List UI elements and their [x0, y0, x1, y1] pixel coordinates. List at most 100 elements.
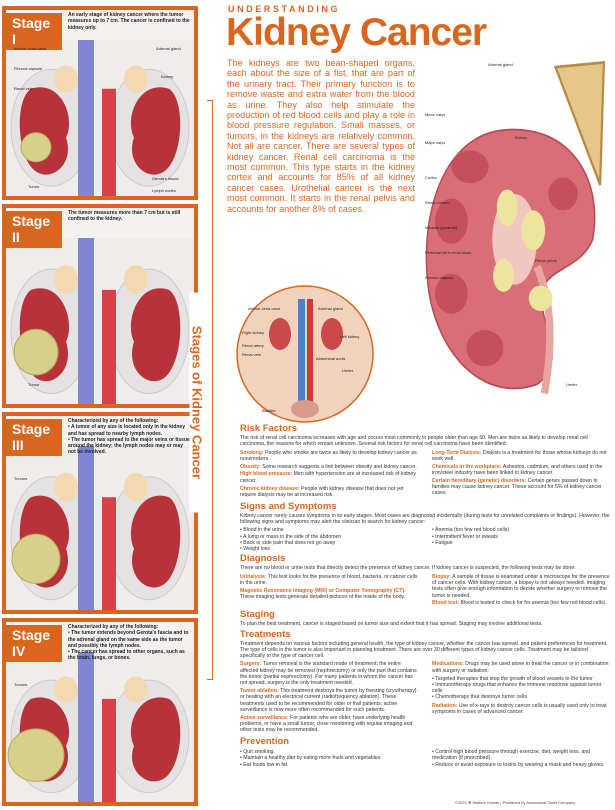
- stage-intro: Characterized by any of the following:: [68, 624, 159, 630]
- item-text: A sample of tissue is examined under a m…: [432, 573, 610, 599]
- list-item: Reduce or avoid exposure to toxins by we…: [432, 762, 612, 768]
- anatomy-label: Tumors: [14, 682, 28, 687]
- risk-factors-section: Risk Factors The risk of renal cell carc…: [240, 424, 612, 500]
- section-intro: The risk of renal cell carcinoma increas…: [240, 435, 588, 448]
- list-item: Back or side pain that does not go away: [240, 540, 420, 546]
- kidney-label-kidney: Kidney: [515, 135, 528, 140]
- item: Tumor ablation: This treatment destroys …: [240, 688, 420, 713]
- anatomy-label: Gerota's fascia: [152, 176, 179, 181]
- list-item: Immunotherapy drugs that enhance the imm…: [432, 682, 612, 695]
- anatomy-label: Lymph nodes: [152, 188, 176, 193]
- lower-sections: Risk Factors The risk of renal cell carc…: [240, 424, 612, 770]
- inset-label-rk: Right kidney: [242, 330, 265, 335]
- anatomy-label: Adrenal gland: [156, 46, 181, 51]
- list-item: Control high blood pressure through exer…: [432, 749, 612, 762]
- kidney-label-ureter: Ureter: [566, 382, 578, 387]
- list-item: Intermittent fever or sweats: [432, 534, 612, 540]
- stage-bullets: The tumor extends beyond Gerota's fascia…: [68, 630, 190, 661]
- inset-label-adrenal: Adrenal gland: [318, 306, 343, 311]
- stage-bullet: The tumor extends beyond Gerota's fascia…: [68, 630, 190, 649]
- stage-tag: Stage II: [6, 211, 62, 248]
- item-term: Chronic kidney disease:: [240, 485, 300, 492]
- kidney-label-medulla: Medulla (pyramid): [425, 225, 458, 230]
- stage-desc-text: The tumor measures more than 7 cm but is…: [68, 210, 181, 223]
- item-text: Dialysis is a treatment for those whose …: [432, 449, 607, 462]
- section-title: Signs and Symptoms: [240, 500, 337, 512]
- item-text: This treatment destroys the tumor by fre…: [240, 688, 417, 713]
- list-item: Fatigue: [432, 540, 612, 546]
- list-item: Weight loss: [240, 546, 420, 552]
- list-item: Chemotherapy that destroys tumor cells: [432, 694, 612, 700]
- item: Long-Term Dialysis: Dialysis is a treatm…: [432, 450, 612, 463]
- item: Chronic kidney disease: People with kidn…: [240, 486, 420, 499]
- item-term: Certain hereditary (genetic) disorders:: [432, 477, 527, 484]
- item: High blood pressure: Men with hypertensi…: [240, 471, 420, 484]
- item-term: Chemicals in the workplace:: [432, 463, 502, 470]
- item-term: Magnetic Resonance Imaging (MRI) or Comp…: [240, 587, 406, 594]
- stage-tag: Stage III: [6, 419, 62, 456]
- item: Radiation: Use of x-rays to destroy canc…: [432, 703, 612, 716]
- item-text: Blood is tested to check for for anemia …: [459, 600, 607, 607]
- item: Active surveillance: For patients who ar…: [240, 715, 420, 734]
- prevention-section: Prevention Quit smoking.Maintain a healt…: [240, 737, 612, 768]
- stage-illustration: Stage II The tumor measures more than 7 c…: [6, 208, 194, 404]
- item-text: This test looks for the presence of bloo…: [240, 573, 418, 587]
- kidney-label-capsule: Fibrous capsule: [425, 275, 454, 280]
- item-term: Surgery:: [240, 661, 262, 668]
- item-term: Radiation:: [432, 702, 458, 709]
- inset-label-ra: Renal artery: [242, 343, 264, 348]
- stage-tag: Stage IV: [6, 625, 62, 662]
- anatomy-label: Tumor: [28, 184, 40, 189]
- stage-bullet: The tumor has spread to the major veins …: [68, 437, 190, 456]
- section-text: To plan the best treatment, cancer is st…: [240, 621, 543, 628]
- item-text: Drugs may be used alone to treat the can…: [432, 661, 609, 674]
- item-term: Biopsy:: [432, 573, 452, 580]
- item-text: Asbestos, cadmium, and others used in th…: [432, 463, 603, 476]
- inset-label-ureter: Ureter: [342, 368, 354, 373]
- copyright: ©2022: [455, 800, 467, 805]
- section-intro: Kidney cancer rarely causes symptoms in …: [240, 512, 610, 525]
- item-text: For patients who are older, have underly…: [240, 714, 413, 734]
- brand: Wolters Kluwer: [472, 800, 500, 805]
- item-text: Some research suggests a link between ob…: [260, 463, 417, 470]
- item: Chemicals in the workplace: Asbestos, ca…: [432, 464, 612, 477]
- item: Biopsy: A sample of tissue is examined u…: [432, 574, 612, 599]
- item: Certain hereditary (genetic) disorders: …: [432, 478, 612, 497]
- inset-label-aorta: Abdominal aorta: [316, 356, 346, 361]
- item-text: Use of x-rays to destroy cancer cells is…: [432, 702, 607, 715]
- kidney-label-pelvis: Renal pelvis: [535, 258, 557, 263]
- stage-description: Characterized by any of the following:Th…: [68, 624, 190, 662]
- item-term: Obesity:: [240, 463, 261, 470]
- list-item: A lump or mass in the side of the abdome…: [240, 534, 420, 540]
- item: Obesity: Some research suggests a link b…: [240, 464, 420, 470]
- inset-label-rv: Renal vein: [242, 352, 261, 357]
- section-title: Staging: [240, 609, 275, 621]
- signs-section: Signs and Symptoms Kidney cancer rarely …: [240, 500, 612, 553]
- inset-label-bladder: Bladder: [262, 408, 276, 413]
- item-term: Active surveillance:: [240, 714, 289, 721]
- page-title: Kidney Cancer: [226, 11, 487, 54]
- body-inset-illustration: [236, 285, 374, 423]
- anatomy-label: Renal vein: [14, 86, 33, 91]
- treatments-section: Treatments Treatment depends on various …: [240, 629, 612, 736]
- kidney-label-adrenal: Adrenal gland: [488, 62, 513, 67]
- list-item: Blood in the urine: [240, 527, 420, 533]
- list-item: Targeted therapies that stop the growth …: [432, 676, 612, 682]
- section-intro: There are no blood or urine tests that d…: [240, 565, 576, 572]
- anatomy-label: Fibrous capsule: [14, 66, 43, 71]
- inset-label-lk: Left kidney: [340, 334, 360, 339]
- list-item: Maintain a healthy diet by eating more f…: [240, 755, 420, 761]
- stage-bullet: The cancer has spread to other organs, s…: [68, 649, 190, 662]
- stage-description: The tumor measures more than 7 cm but is…: [68, 210, 190, 223]
- diagnosis-section: Diagnosis There are no blood or urine te…: [240, 554, 612, 608]
- stages-label: Stages of Kidney Cancer: [189, 292, 205, 513]
- item-text: Tumor removal is the standard mode of tr…: [240, 661, 417, 687]
- item-term: Long-Term Dialysis:: [432, 449, 482, 456]
- item-term: Tumor ablation:: [240, 688, 279, 695]
- kidney-cross-section-illustration: [425, 61, 606, 395]
- item: Medications: Drugs may be used alone to …: [432, 661, 612, 674]
- item: Surgery: Tumor removal is the standard m…: [240, 661, 420, 686]
